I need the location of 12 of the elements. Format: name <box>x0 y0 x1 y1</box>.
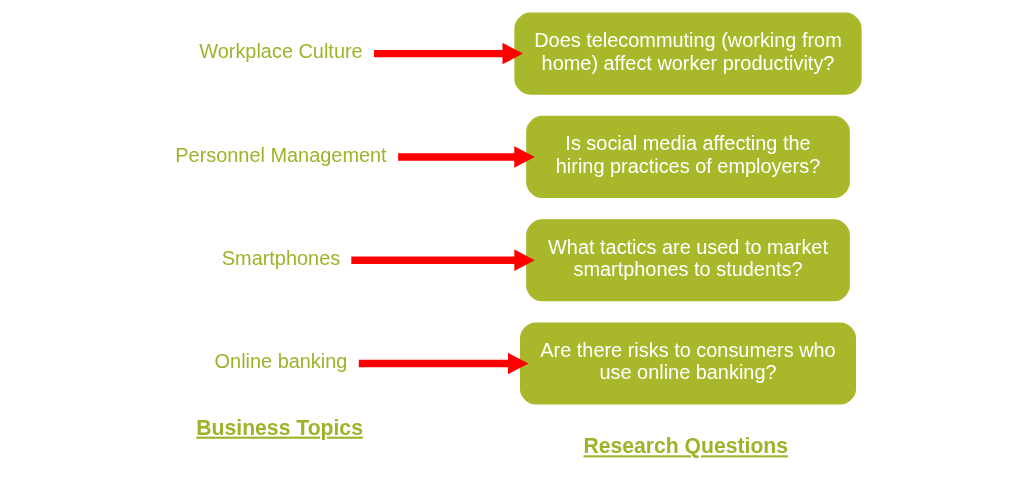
arrow <box>397 146 535 168</box>
node-text: Online banking <box>214 350 347 373</box>
node-box: Is social media affecting the hiring practices of employers? <box>525 115 850 198</box>
label: Research Questions <box>582 434 788 458</box>
node-box: Are there risks to consumers who use online banking? <box>519 322 856 405</box>
node-box: Does telecommuting (working from home) affect worker productivity? <box>513 12 862 95</box>
label: Business Topics <box>195 415 363 439</box>
node-text: Smartphones <box>221 246 340 269</box>
arrow <box>350 249 535 271</box>
node-box: What tactics are used to market smartphones to students? <box>525 219 850 302</box>
node-text: Personnel Management <box>174 143 387 166</box>
node-text: Workplace Culture <box>198 40 363 63</box>
